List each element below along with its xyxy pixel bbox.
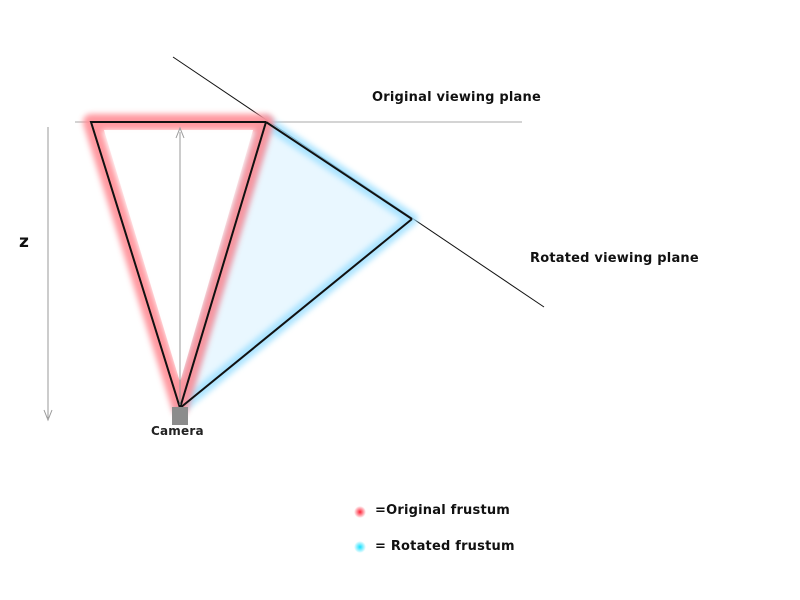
original-frustum-outline: [89, 121, 266, 409]
view-direction-arrowhead: [175, 126, 185, 139]
rotated-frustum-fill: [180, 122, 412, 408]
camera-icon: [172, 407, 188, 425]
rotated-frustum-outer-edge: [179, 218, 413, 409]
legend-original-frustum: =Original frustum: [375, 503, 511, 518]
original-frustum-fill: [104, 130, 253, 382]
legend-rotated-frustum: = Rotated frustum: [375, 539, 515, 554]
legend-dot-original: [354, 506, 366, 518]
legend-dot-rotated: [354, 541, 366, 553]
rotated-viewing-plane-label: Rotated viewing plane: [530, 251, 699, 266]
original-viewing-plane-label: Original viewing plane: [372, 90, 541, 105]
shared-frustum-edge: [179, 121, 267, 409]
z-axis-arrowhead: [43, 409, 53, 422]
z-axis-label: z: [19, 232, 30, 252]
rotated-frustum-far-edge: [265, 121, 413, 220]
camera-label: Camera: [151, 424, 204, 438]
